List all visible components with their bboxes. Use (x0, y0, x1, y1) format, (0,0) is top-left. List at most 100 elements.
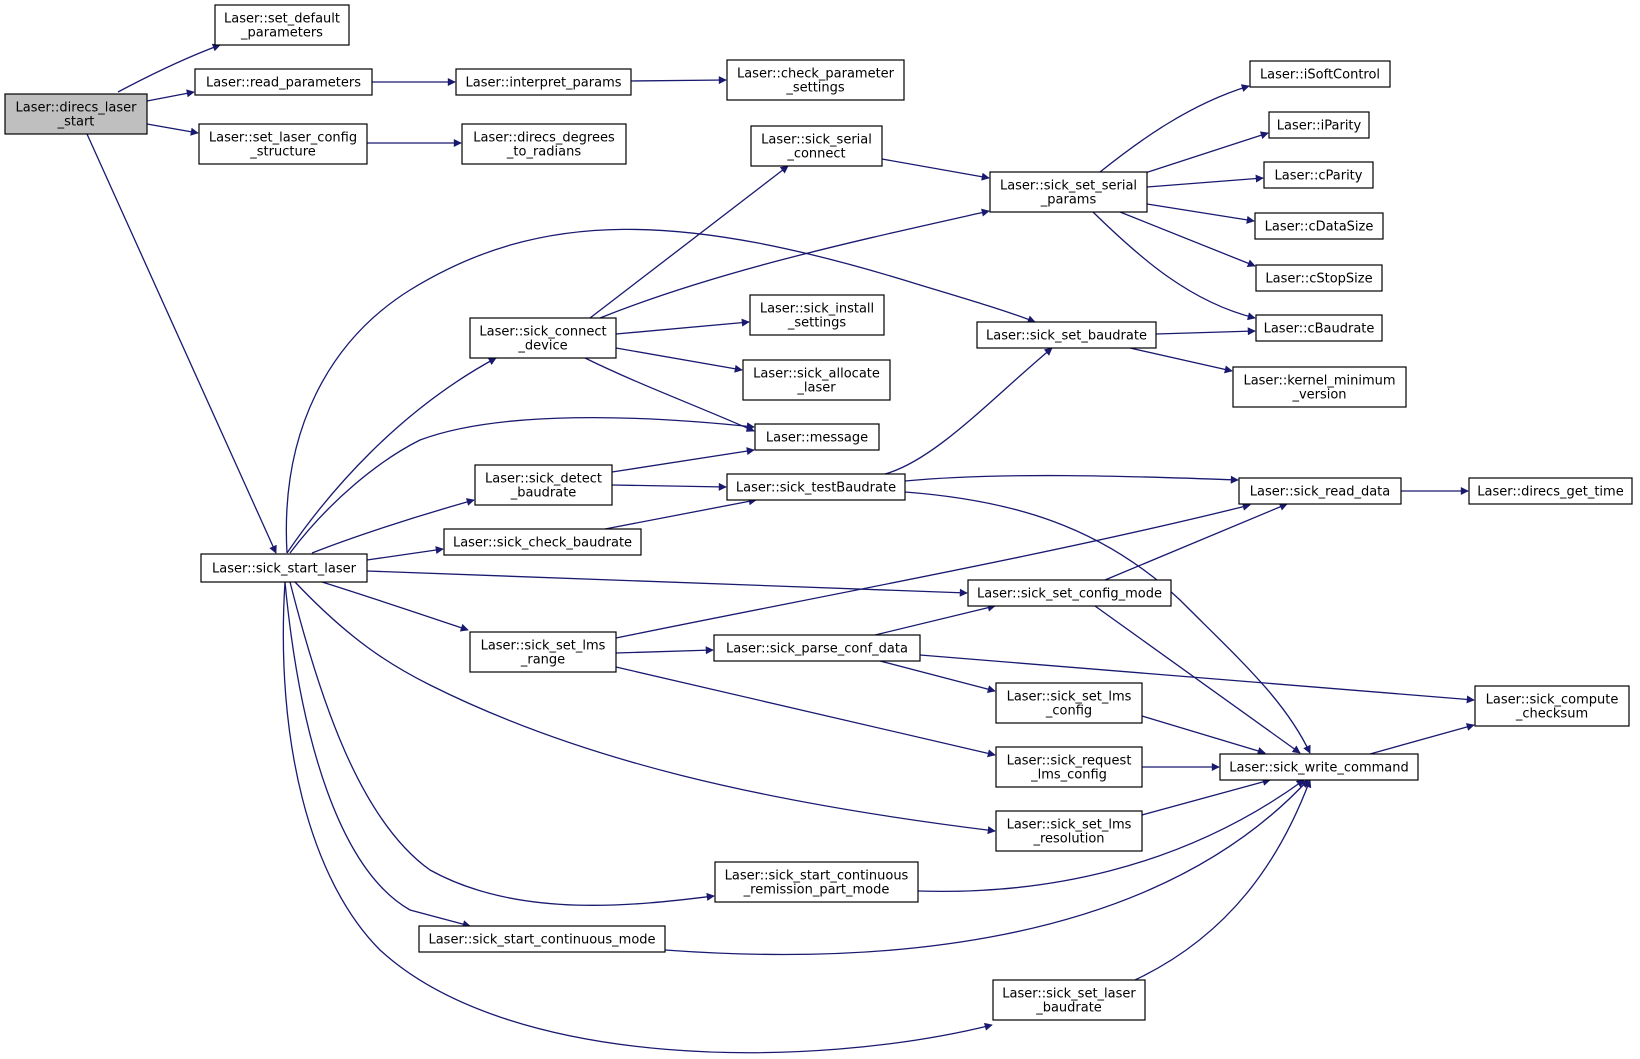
node-label: Laser::sick_start_laser (212, 562, 357, 577)
node-sick_start_laser[interactable]: Laser::sick_start_laser (200, 553, 368, 583)
node-label: Laser::iParity (1277, 119, 1362, 134)
node-label: Laser::kernel_minimum (1243, 374, 1395, 389)
node-sick_set_lms_resolution[interactable]: Laser::sick_set_lms_resolution (995, 810, 1143, 852)
node-box (455, 68, 632, 96)
node-sick_request_lms_config[interactable]: Laser::sick_request_lms_config (995, 746, 1143, 788)
node-label: _settings (787, 316, 847, 331)
edge-sick_start_laser-to-sick_set_lms_range (321, 581, 469, 632)
node-sick_install_settings[interactable]: Laser::sick_install_settings (749, 294, 885, 336)
node-label: _config (1045, 704, 1092, 719)
edge-sick_parse_conf_data-to-sick_compute_checksum (919, 654, 1475, 704)
node-sick_testBaudrate[interactable]: Laser::sick_testBaudrate (726, 473, 906, 501)
node-set_laser_config_structure[interactable]: Laser::set_laser_config_structure (198, 123, 368, 165)
node-label: Laser::sick_set_config_mode (977, 587, 1162, 602)
edge-sick_serial_connect-to-sick_set_serial_params (881, 158, 990, 181)
node-direcs_laser_start[interactable]: Laser::direcs_laser_start (4, 93, 148, 135)
node-direcs_get_time[interactable]: Laser::direcs_get_time (1468, 477, 1633, 505)
edge-direcs_laser_start-to-sick_start_laser (86, 133, 277, 554)
node-sick_set_config_mode[interactable]: Laser::sick_set_config_mode (967, 579, 1172, 607)
node-label: _baudrate (1035, 1001, 1102, 1016)
node-cStopSize[interactable]: Laser::cStopSize (1255, 264, 1383, 292)
node-set_default_parameters[interactable]: Laser::set_default_parameters (214, 4, 350, 46)
node-sick_serial_connect[interactable]: Laser::sick_serial_connect (750, 125, 883, 167)
node-box (1219, 753, 1419, 781)
node-check_parameter_settings[interactable]: Laser::check_parameter_settings (726, 59, 905, 101)
node-iSoftControl[interactable]: Laser::iSoftControl (1249, 60, 1391, 88)
edge-direcs_laser_start-to-set_default_parameters (117, 43, 221, 93)
node-label: _to_radians (506, 145, 581, 160)
node-read_parameters[interactable]: Laser::read_parameters (194, 68, 373, 96)
node-label: Laser::cStopSize (1265, 272, 1372, 287)
node-sick_parse_conf_data[interactable]: Laser::sick_parse_conf_data (713, 634, 921, 662)
node-label: _checksum (1515, 707, 1588, 722)
edge-sick_parse_conf_data-to-sick_set_lms_config (879, 660, 996, 694)
node-kernel_minimum_version[interactable]: Laser::kernel_minimum_version (1232, 366, 1407, 408)
node-box (194, 68, 373, 96)
edge-sick_set_baudrate-to-kernel_minimum_version (1129, 347, 1233, 374)
edge-sick_detect_baudrate-to-sick_testBaudrate (611, 482, 727, 491)
node-label: Laser::sick_compute (1486, 693, 1619, 708)
node-label: Laser::sick_check_baudrate (453, 536, 632, 551)
node-sick_check_baudrate[interactable]: Laser::sick_check_baudrate (443, 528, 642, 556)
node-box (443, 528, 642, 556)
edge-sick_set_lms_range-to-sick_read_data (615, 502, 1251, 639)
node-label: Laser::sick_detect (485, 472, 602, 487)
edge-sick_set_laser_baudrate-to-sick_write_command (1134, 779, 1312, 981)
node-label: Laser::sick_set_baudrate (986, 329, 1147, 344)
node-box (1249, 60, 1391, 88)
node-box (214, 4, 350, 46)
node-label: _resolution (1032, 832, 1104, 847)
node-box (713, 634, 921, 662)
node-label: _params (1040, 193, 1097, 208)
node-sick_start_continuous_mode[interactable]: Laser::sick_start_continuous_mode (418, 925, 666, 953)
edge-sick_connect_device-to-sick_serial_connect (589, 165, 789, 319)
node-label: Laser::sick_read_data (1250, 485, 1390, 500)
node-label: Laser::sick_write_command (1229, 761, 1409, 776)
node-message[interactable]: Laser::message (754, 423, 880, 451)
node-label: Laser::sick_set_lms (481, 639, 606, 654)
node-cBaudrate[interactable]: Laser::cBaudrate (1255, 314, 1383, 342)
node-box (995, 682, 1143, 724)
edge-sick_set_lms_config-to-sick_write_command (1141, 715, 1266, 755)
node-cParity[interactable]: Laser::cParity (1263, 161, 1374, 189)
node-label: _baudrate (510, 486, 577, 501)
node-sick_read_data[interactable]: Laser::sick_read_data (1238, 477, 1402, 505)
node-sick_compute_checksum[interactable]: Laser::sick_compute_checksum (1474, 685, 1630, 727)
node-cDataSize[interactable]: Laser::cDataSize (1254, 212, 1384, 240)
node-sick_set_baudrate[interactable]: Laser::sick_set_baudrate (976, 321, 1157, 349)
node-sick_set_lms_config[interactable]: Laser::sick_set_lms_config (995, 682, 1143, 724)
node-sick_set_lms_range[interactable]: Laser::sick_set_lms_range (469, 631, 617, 673)
node-box (1268, 111, 1370, 139)
node-direcs_degrees_to_radians[interactable]: Laser::direcs_degrees_to_radians (461, 123, 627, 165)
edge-sick_set_serial_params-to-cParity (1146, 174, 1264, 188)
node-sick_set_serial_params[interactable]: Laser::sick_set_serial_params (989, 171, 1148, 213)
node-label: _remission_part_mode (743, 883, 890, 898)
node-box (714, 861, 919, 903)
node-sick_connect_device[interactable]: Laser::sick_connect_device (469, 317, 617, 359)
node-label: Laser::sick_parse_conf_data (726, 642, 908, 657)
node-sick_detect_baudrate[interactable]: Laser::sick_detect_baudrate (474, 464, 613, 506)
edge-sick_start_continuous_remission_part_mode-to-sick_write_command (917, 779, 1305, 893)
node-box (742, 359, 891, 401)
edge-sick_write_command-to-sick_compute_checksum (1369, 723, 1475, 755)
edge-sick_testBaudrate-to-sick_read_data (904, 474, 1239, 484)
node-label: Laser::sick_set_serial (1000, 179, 1137, 194)
node-box (418, 925, 666, 953)
node-interpret_params[interactable]: Laser::interpret_params (455, 68, 632, 96)
node-box (989, 171, 1148, 213)
edge-sick_set_serial_params-to-cStopSize (1119, 211, 1256, 268)
node-sick_write_command[interactable]: Laser::sick_write_command (1219, 753, 1419, 781)
node-sick_set_laser_baudrate[interactable]: Laser::sick_set_laser_baudrate (992, 979, 1146, 1021)
edge-sick_testBaudrate-to-sick_write_command (904, 491, 1311, 754)
node-iParity[interactable]: Laser::iParity (1268, 111, 1370, 139)
node-box (469, 317, 617, 359)
node-box (1254, 212, 1384, 240)
node-box (4, 93, 148, 135)
edge-sick_connect_device-to-sick_allocate_laser (615, 347, 743, 373)
node-box (750, 125, 883, 167)
node-label: Laser::direcs_laser (16, 101, 138, 116)
node-sick_allocate_laser[interactable]: Laser::sick_allocate_laser (742, 359, 891, 401)
node-sick_start_continuous_remission_part_mode[interactable]: Laser::sick_start_continuous_remission_p… (714, 861, 919, 903)
edge-sick_start_laser-to-sick_connect_device (286, 357, 497, 554)
